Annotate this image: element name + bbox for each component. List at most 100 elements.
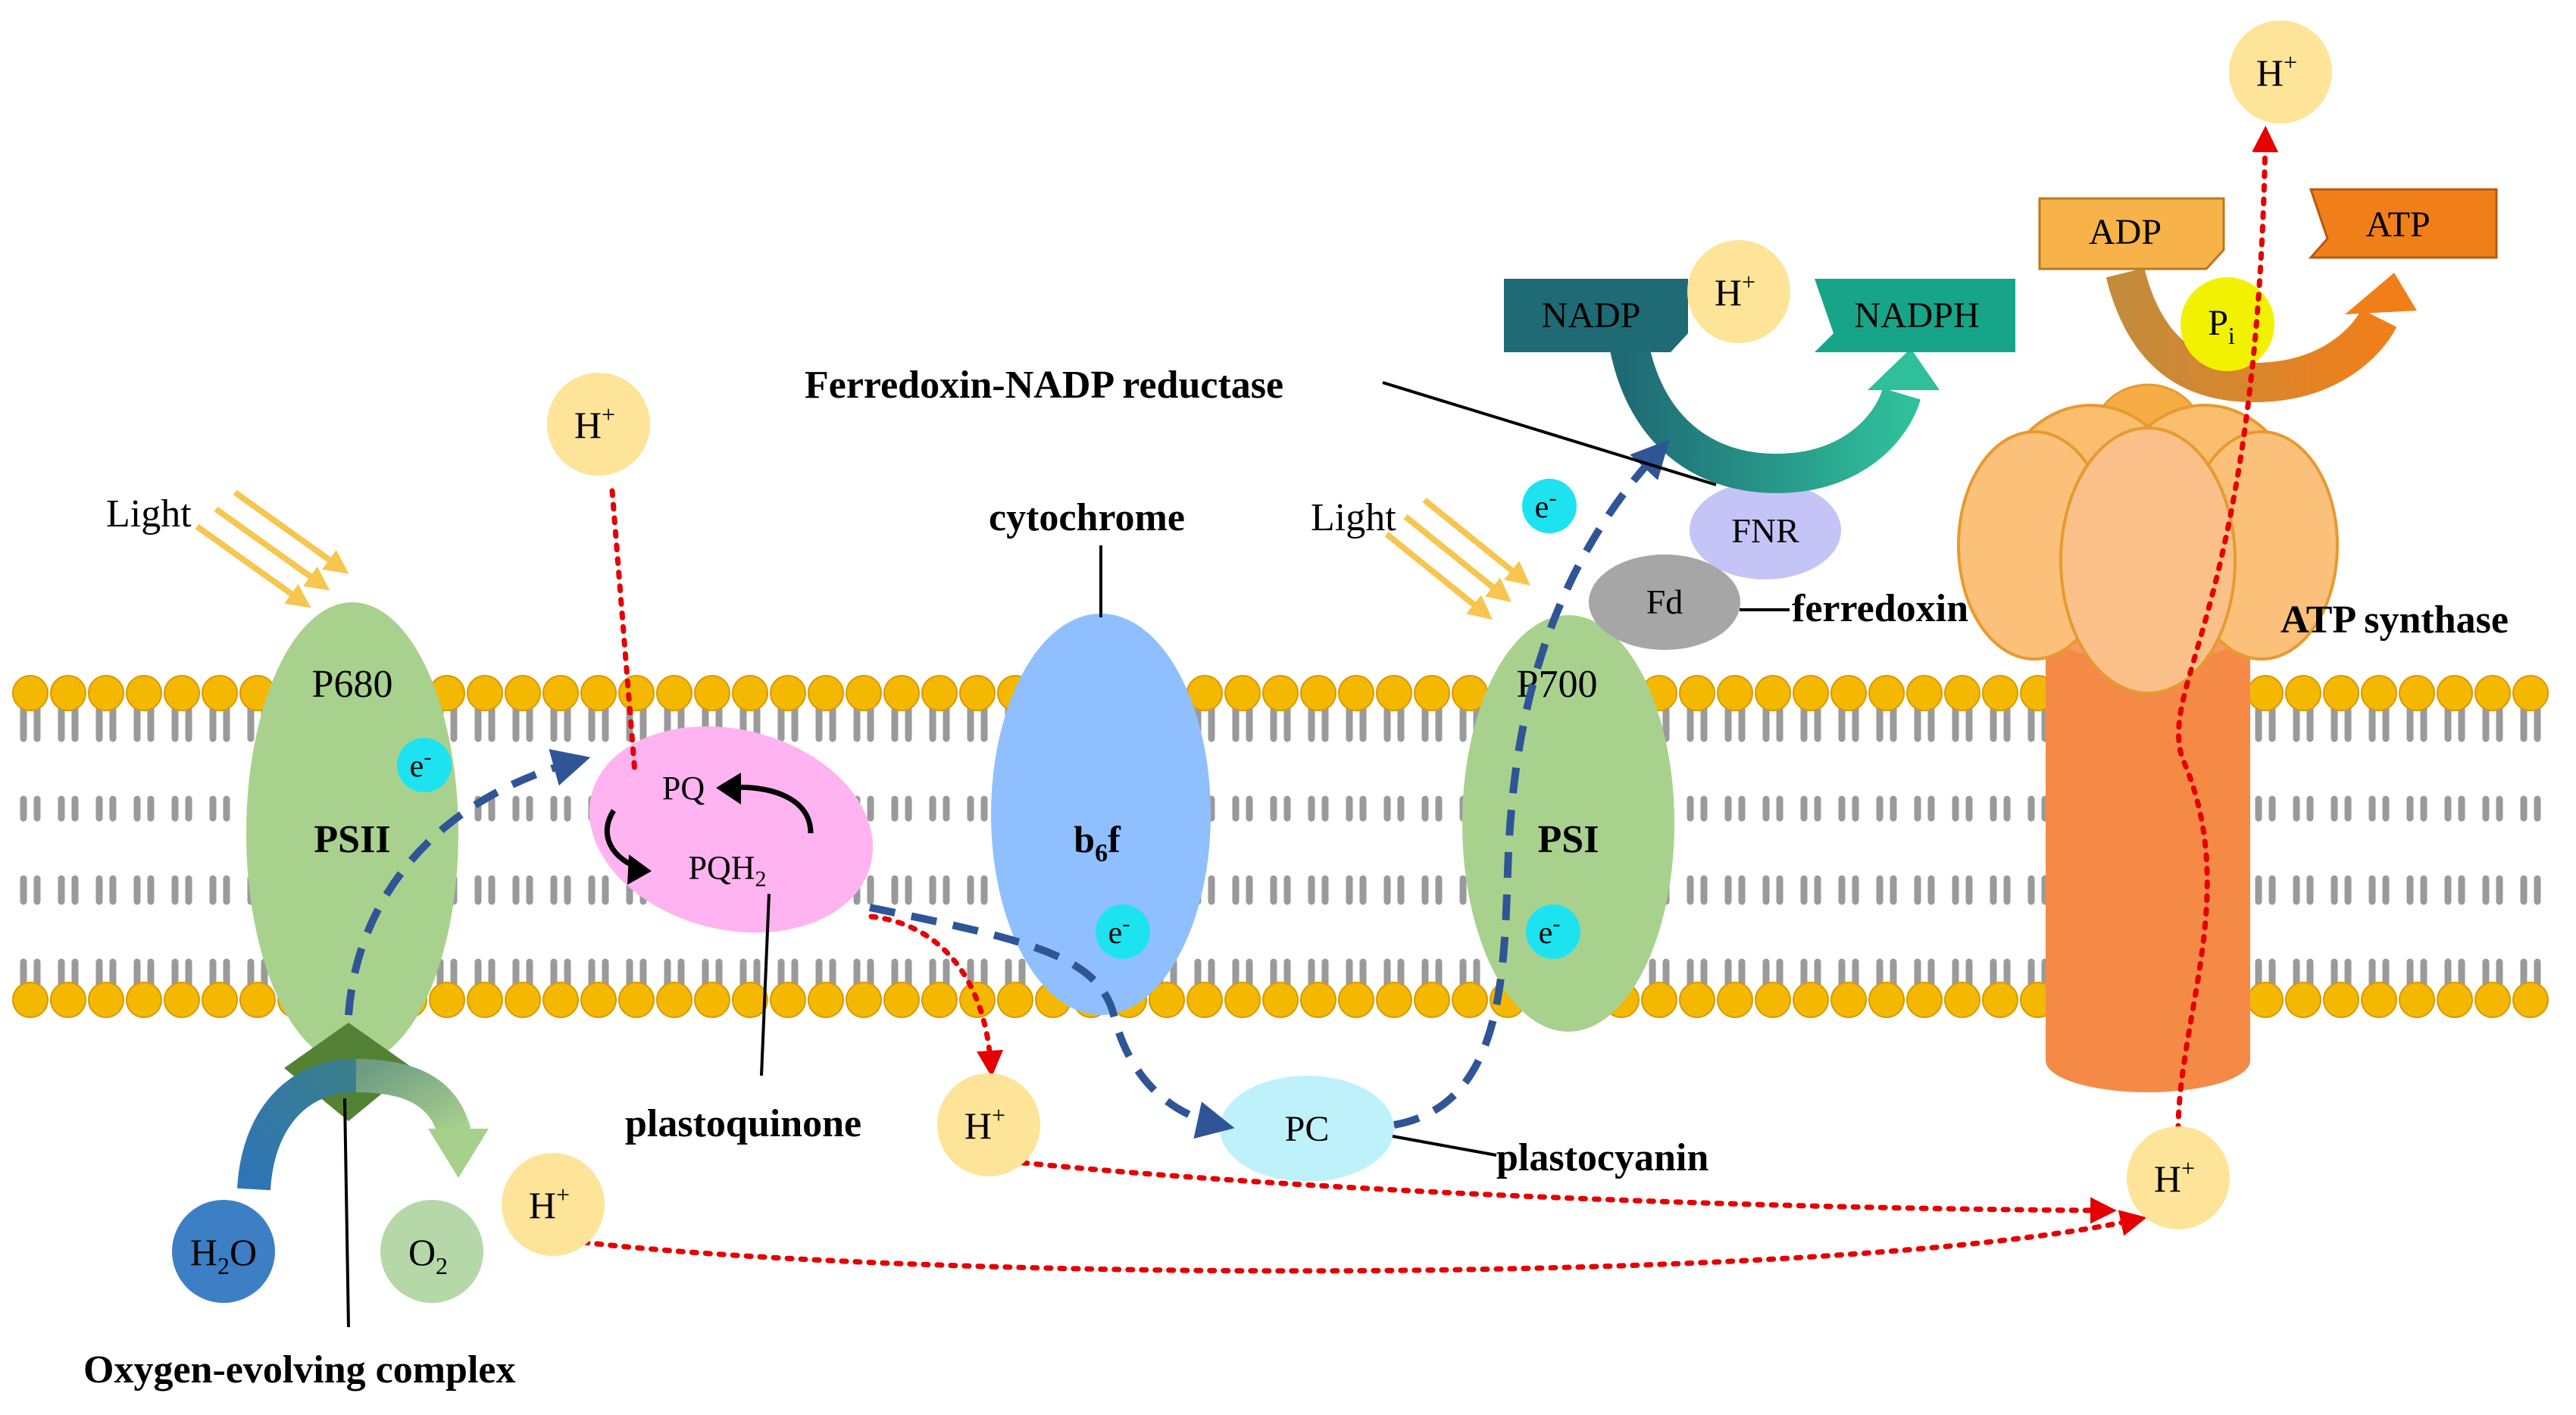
lipid-head: [2512, 675, 2549, 711]
lipid-head: [1944, 675, 1980, 711]
atp-synthase-lobe: [2059, 426, 2237, 695]
lipid-head: [2437, 675, 2473, 711]
proton-lumen-atp-synthase: H+: [2127, 1126, 2230, 1229]
lipid-head: [429, 982, 465, 1018]
lipid-head: [2361, 675, 2397, 711]
electron-cytochrome: e-: [1096, 904, 1150, 959]
electron-circle: [397, 738, 452, 792]
lipid-head: [2285, 982, 2321, 1018]
proton-label: H+: [574, 401, 615, 446]
photosystem-i: P700 PSI: [1462, 615, 1674, 1032]
plastocyanin: PC: [1220, 1076, 1394, 1182]
psi-name-label: PSI: [1538, 818, 1599, 861]
lipid-head: [2474, 982, 2511, 1018]
water-circle: [172, 1200, 275, 1303]
proton-circle: [502, 1153, 605, 1256]
proton-stroma-pq: H+: [547, 373, 650, 476]
lipid-head: [2323, 982, 2359, 1018]
lipid-head: [1414, 982, 1450, 1018]
adp-to-atp-arrow: [2106, 267, 2397, 403]
electron-label: e-: [1108, 911, 1130, 951]
lipid-head: [2512, 982, 2549, 1018]
fnr-name-label: FNR: [1731, 511, 1799, 550]
lipid-head: [2399, 675, 2435, 711]
proton-label: H+: [1715, 268, 1755, 314]
pq-bottom-label: PQH2: [688, 849, 766, 892]
lipid-head: [2247, 675, 2284, 711]
lipid-head: [1906, 982, 1943, 1018]
nadp-reduction: NADP NADPH: [1504, 279, 2015, 494]
lipid-head: [1717, 675, 1753, 711]
cytochrome-body: [991, 614, 1211, 1015]
proton-circle: [2229, 20, 2332, 123]
lipid-head: [656, 982, 692, 1018]
lipid-head: [1224, 982, 1261, 1018]
lipid-head: [694, 675, 730, 711]
atp-synthase-label: ATP synthase: [2281, 598, 2509, 642]
lipid-head: [770, 675, 806, 711]
lipid-head: [50, 675, 86, 711]
pq-cycle-arrowhead-top: [716, 773, 741, 804]
psi-body: [1462, 615, 1674, 1032]
nadph-label: NADPH: [1854, 295, 1979, 336]
lipid-head: [1755, 675, 1791, 711]
light-ray: [233, 489, 349, 574]
fd-body: [1589, 554, 1740, 650]
lipid-head: [1679, 675, 1715, 711]
cytochrome-label: cytochrome: [989, 496, 1185, 539]
nadp-to-nadph-arrowhead: [1868, 348, 1940, 390]
nadph-box: [1815, 279, 2015, 352]
lipid-head: [542, 675, 579, 711]
lipid-head: [1376, 675, 1412, 711]
lipid-head: [618, 675, 655, 711]
oec-leader-line: [343, 1098, 350, 1328]
proton-path-water-to-atp-synthase: [580, 1210, 2147, 1274]
lipid-head: [467, 675, 503, 711]
lipid-head: [202, 982, 238, 1018]
nadp-box: [1504, 279, 1688, 352]
light-rays-psi: [1384, 497, 1530, 620]
lipid-head: [88, 675, 124, 711]
lipid-head: [1338, 675, 1374, 711]
lipid-head: [2247, 982, 2284, 1018]
nadp-label: NADP: [1542, 295, 1641, 336]
fnr-label: Ferredoxin-NADP reductase: [805, 364, 1283, 407]
pq-top-label: PQ: [662, 770, 705, 807]
nadp-to-nadph-arrow: [1609, 340, 1921, 494]
lipid-head: [1300, 982, 1336, 1018]
lipid-head: [1982, 675, 2018, 711]
proton-circle: [2127, 1126, 2230, 1229]
ferredoxin-label: ferredoxin: [1792, 587, 1968, 630]
lipid-head: [1186, 982, 1223, 1018]
water-to-oec-arrow: [237, 1059, 357, 1191]
lipid-head: [1452, 982, 1488, 1018]
lipid-head: [1793, 982, 1829, 1018]
psii-name-label: PSII: [314, 818, 390, 861]
lipid-head: [732, 982, 768, 1018]
lipid-head: [239, 982, 276, 1018]
oxygen-label: O2: [408, 1231, 448, 1279]
oec-to-oxygen-arrowhead: [428, 1129, 489, 1178]
fnr-body: [1690, 481, 1841, 579]
lipid-head: [1641, 982, 1677, 1018]
lipid-head: [1755, 982, 1791, 1018]
lipid-head: [1262, 675, 1299, 711]
lipid-head: [2285, 675, 2321, 711]
lipid-head: [12, 982, 48, 1018]
lipid-head: [12, 675, 48, 711]
pq-body: [589, 726, 874, 933]
proton-path-lumen-to-atp-synthase: [1020, 1160, 2117, 1224]
lipid-head: [1793, 675, 1829, 711]
electron-circle: [1526, 904, 1580, 959]
proton-lumen-pq: H+: [937, 1073, 1040, 1176]
light-label-psii: Light: [106, 492, 192, 536]
lipid-head: [505, 982, 541, 1018]
pc-name-label: PC: [1285, 1109, 1330, 1149]
adp-label: ADP: [2089, 212, 2162, 252]
oec-label: Oxygen-evolving complex: [83, 1348, 516, 1392]
lipid-head: [1300, 675, 1336, 711]
psii-body: [246, 602, 458, 1064]
plastoquinone-leader-line: [760, 893, 771, 1076]
lipid-head: [50, 982, 86, 1018]
light-ray: [1403, 514, 1512, 603]
